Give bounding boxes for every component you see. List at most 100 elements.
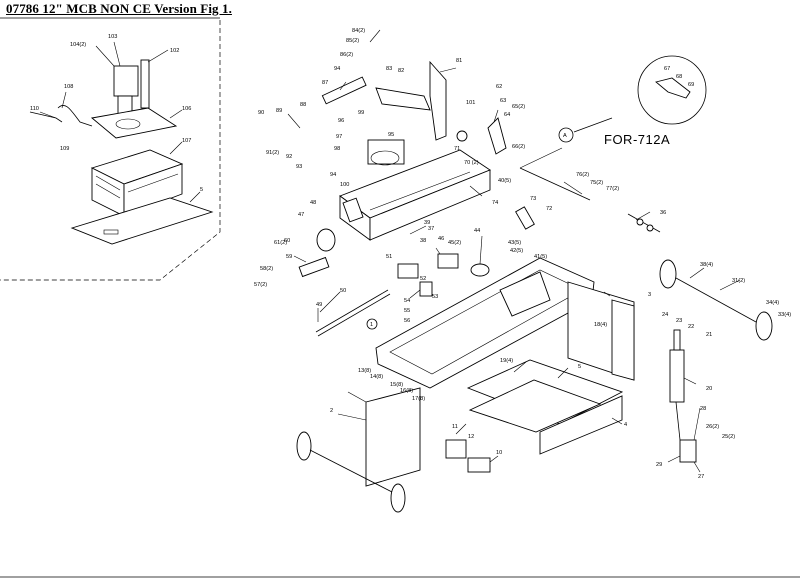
part-labels: 104(2) 103 102 108 110 109 106 107 5 84(… — [30, 28, 791, 480]
label-69: 69 — [688, 82, 694, 88]
label-48: 48 — [310, 200, 316, 206]
label-110: 110 — [30, 106, 39, 112]
label-28: 28 — [700, 406, 706, 412]
label-39: 39 — [424, 220, 430, 226]
label-24: 24 — [662, 312, 668, 318]
label-70_2: 70 (2) — [464, 160, 479, 166]
label-90: 90 — [258, 110, 264, 116]
shaft-77 — [519, 167, 591, 201]
lead-screw — [315, 289, 389, 333]
label-40_5: 40(5) — [498, 178, 511, 184]
label-75_2: 75(2) — [590, 180, 603, 186]
handle-arm — [429, 60, 447, 141]
label-58_2: 58(2) — [260, 266, 273, 272]
hydraulic-cylinder — [669, 329, 697, 463]
label-47: 47 — [298, 212, 304, 218]
label-106: 106 — [182, 106, 191, 112]
label-73: 73 — [530, 196, 536, 202]
inset-border — [0, 20, 221, 281]
blade-guide — [367, 139, 405, 165]
label-62: 62 — [496, 84, 502, 90]
label-101: 101 — [466, 100, 475, 106]
label-91_2: 91(2) — [266, 150, 279, 156]
vise-nut — [419, 281, 433, 297]
label-107: 107 — [182, 138, 191, 144]
axle-left — [309, 449, 393, 493]
lever-73 — [515, 206, 535, 230]
label-17_8: 17(8) — [412, 396, 425, 402]
label-42_5: 42(5) — [510, 248, 523, 254]
label-81: 81 — [456, 58, 462, 64]
label-97: 97 — [336, 134, 342, 140]
label-89: 89 — [276, 108, 282, 114]
label-71: 71 — [454, 146, 460, 152]
label-103: 103 — [108, 34, 117, 40]
label-95: 95 — [388, 132, 394, 138]
label-41_5: 41(5) — [534, 254, 547, 260]
label-60: 60 — [284, 238, 290, 244]
vise-handwheel — [316, 228, 336, 252]
label-82: 82 — [398, 68, 404, 74]
label-94a: 94 — [334, 66, 340, 72]
label-44: 44 — [474, 228, 480, 234]
cylinder-bracket — [679, 439, 697, 463]
coolant-inset — [0, 17, 221, 281]
label-102: 102 — [170, 48, 179, 54]
wheel-right-front — [659, 259, 677, 289]
label-59: 59 — [286, 254, 292, 260]
label-37: 37 — [428, 226, 434, 232]
bracket-10 — [467, 457, 491, 473]
label-104_2: 104(2) — [70, 42, 86, 48]
vise-assembly — [298, 228, 493, 337]
label-29: 29 — [656, 462, 662, 468]
leg-panel-2 — [365, 387, 421, 487]
label-52: 52 — [420, 276, 426, 282]
label-84_2: 84(2) — [352, 28, 365, 34]
front-panel-4 — [539, 395, 623, 455]
label-26_2: 26(2) — [706, 424, 719, 430]
wheel-right-rear — [755, 311, 773, 341]
label-51: 51 — [386, 254, 392, 260]
axle-right — [675, 277, 757, 323]
label-76_2: 76(2) — [576, 172, 589, 178]
label-49: 49 — [316, 302, 322, 308]
ref-marker-1-circle — [366, 318, 378, 330]
cylinder-body — [669, 349, 685, 403]
label-23: 23 — [676, 318, 682, 324]
label-88: 88 — [300, 102, 306, 108]
label-2: 2 — [330, 408, 333, 414]
label-38: 38 — [420, 238, 426, 244]
detail-marker-letter: A — [563, 133, 567, 139]
vise-jaw-plate — [437, 253, 459, 269]
label-108: 108 — [64, 84, 73, 90]
detail-marker-circle — [558, 127, 574, 143]
cord-36 — [627, 213, 661, 233]
base-frame — [347, 257, 635, 487]
label-33_4: 33(4) — [778, 312, 791, 318]
label-98: 98 — [334, 146, 340, 152]
label-11: 11 — [452, 424, 458, 430]
label-20: 20 — [706, 386, 712, 392]
label-86_2: 86(2) — [340, 52, 353, 58]
side-panel-18 — [611, 299, 635, 381]
label-63: 63 — [500, 98, 506, 104]
swivel-disc — [470, 263, 490, 277]
label-54: 54 — [404, 298, 410, 304]
bottom-panel-5 — [468, 379, 602, 433]
label-43_5: 43(5) — [508, 240, 521, 246]
label-45_2: 45(2) — [448, 240, 461, 246]
label-34_4: 34(4) — [766, 300, 779, 306]
label-57_2: 57(2) — [254, 282, 267, 288]
label-14_8: 14(8) — [370, 374, 383, 380]
label-72: 72 — [546, 206, 552, 212]
label-87: 87 — [322, 80, 328, 86]
label-16_8: 16(8) — [400, 388, 413, 394]
label-12: 12 — [468, 434, 474, 440]
label-94b: 94 — [330, 172, 336, 178]
label-25_2: 25(2) — [722, 434, 735, 440]
tension-spring — [321, 76, 367, 105]
bow-assembly — [321, 60, 507, 241]
wheel-assemblies — [296, 259, 773, 513]
label-31_2: 31(2) — [732, 278, 745, 284]
